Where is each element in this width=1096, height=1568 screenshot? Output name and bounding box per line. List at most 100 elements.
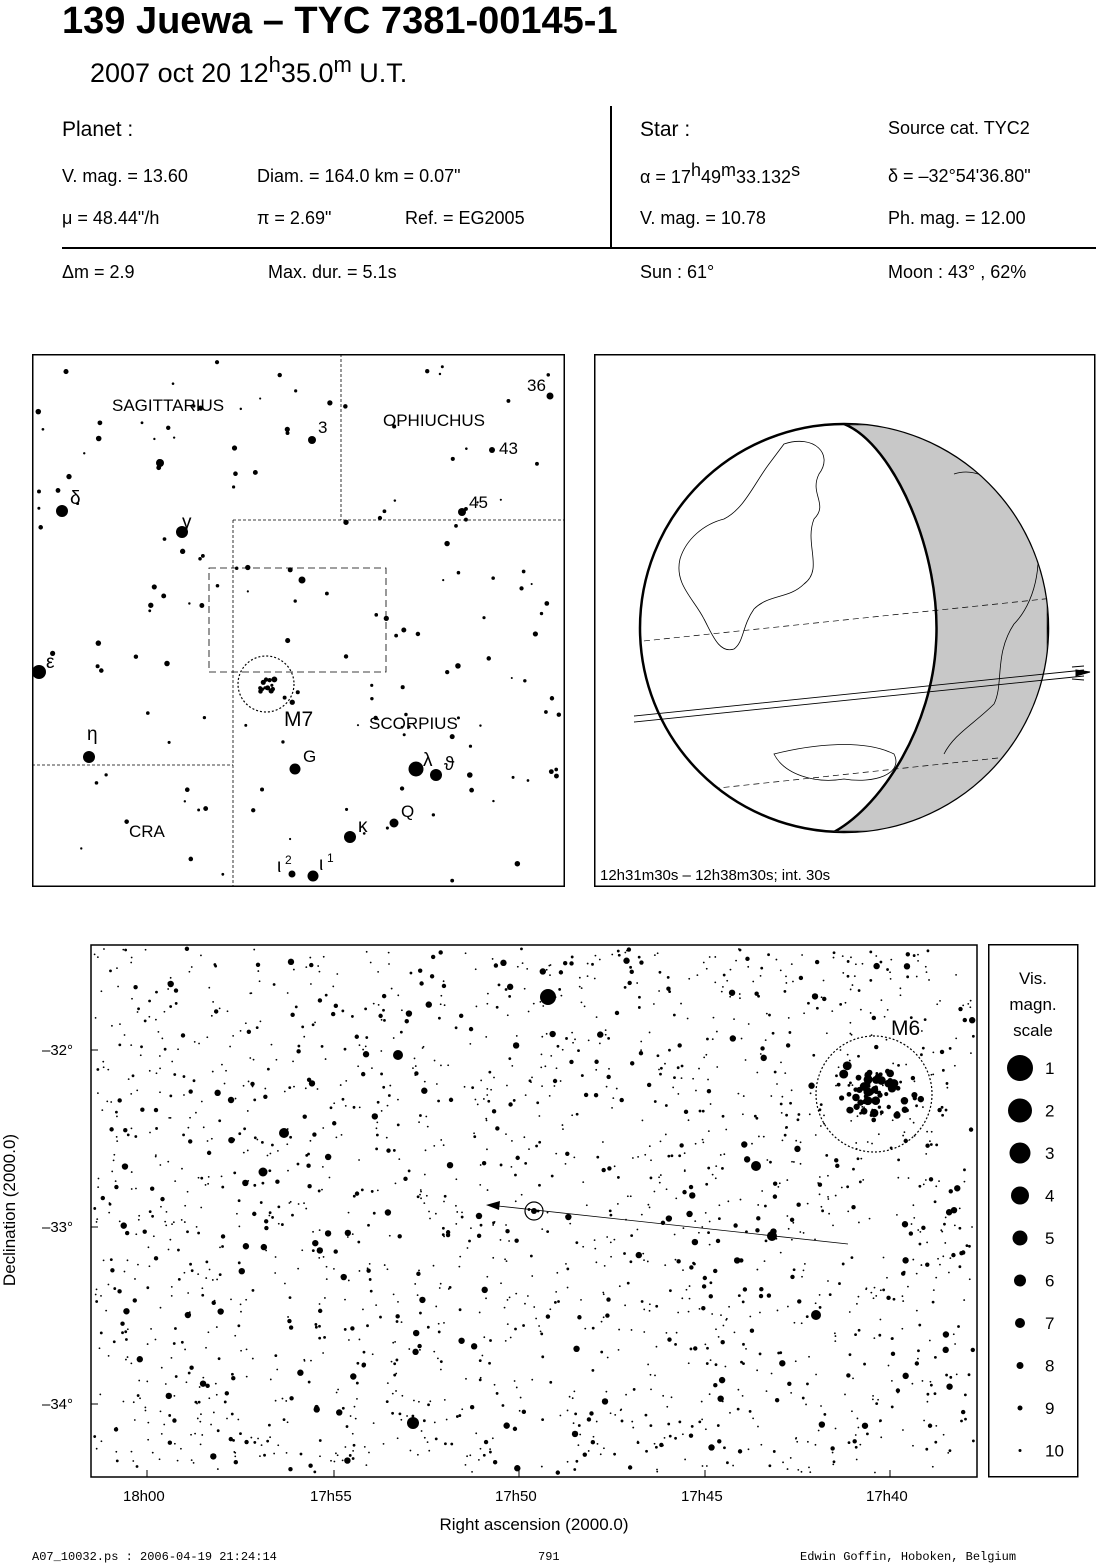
field-star	[274, 1256, 277, 1258]
field-star	[655, 1345, 658, 1348]
field-star	[168, 1414, 172, 1417]
xtick-17h55: 17h55	[310, 1488, 352, 1505]
field-star	[726, 979, 729, 982]
field-star	[486, 992, 489, 995]
field-star	[158, 1458, 161, 1461]
field-star	[376, 1100, 380, 1104]
field-star	[116, 967, 118, 970]
legend-mag-label: 3	[1045, 1144, 1054, 1163]
field-star	[169, 1238, 172, 1241]
field-star	[201, 1287, 204, 1290]
field-star	[151, 1451, 154, 1454]
field-star	[715, 1030, 718, 1033]
field-star	[926, 1130, 929, 1133]
field-star	[701, 1418, 704, 1421]
field-star	[173, 1073, 177, 1076]
field-star	[805, 1315, 809, 1319]
field-star	[464, 952, 467, 955]
field-star	[725, 1128, 728, 1131]
field-star	[910, 1075, 916, 1081]
field-star	[423, 1173, 426, 1176]
field-star	[698, 1308, 701, 1310]
finder-star	[95, 640, 102, 646]
finder-star	[104, 773, 108, 777]
field-star	[930, 1130, 933, 1133]
field-star	[573, 1345, 580, 1353]
field-star	[874, 1044, 879, 1050]
field-star	[920, 1264, 923, 1266]
field-star	[720, 1314, 722, 1317]
field-star	[514, 1465, 521, 1472]
field-star	[200, 1176, 204, 1180]
field-star	[796, 1204, 799, 1207]
field-star	[416, 1271, 421, 1277]
m6-star	[900, 1097, 909, 1105]
field-star	[146, 1380, 149, 1383]
finder-bright-star	[307, 870, 319, 882]
field-star	[190, 966, 193, 968]
field-star	[524, 1302, 526, 1305]
field-star	[891, 1119, 894, 1122]
field-star	[591, 1326, 595, 1330]
finder-star	[203, 806, 209, 811]
field-star	[197, 1176, 200, 1179]
field-star	[737, 1092, 740, 1095]
field-star	[539, 968, 547, 975]
field-star	[689, 1347, 693, 1351]
field-star	[514, 1238, 519, 1243]
field-star	[514, 1327, 517, 1331]
field-star	[701, 1284, 707, 1289]
label-g: G	[303, 747, 316, 766]
field-star	[139, 1397, 141, 1400]
field-star	[352, 1449, 355, 1452]
field-star	[221, 1245, 224, 1248]
field-star	[111, 1170, 114, 1173]
field-star	[571, 1430, 579, 1438]
field-star	[687, 1119, 690, 1122]
field-star	[190, 1433, 192, 1436]
field-star	[607, 1037, 611, 1040]
m6-star	[887, 1084, 897, 1093]
field-star	[722, 1324, 725, 1327]
field-star	[535, 1317, 538, 1320]
field-star	[674, 1258, 677, 1261]
finder-star	[282, 695, 287, 700]
field-star	[772, 1194, 778, 1199]
field-star	[940, 1105, 944, 1109]
field-star	[114, 1184, 119, 1190]
field-star	[693, 1346, 698, 1351]
field-star	[173, 1394, 176, 1397]
field-star	[741, 1141, 748, 1148]
m6-star	[859, 1082, 869, 1091]
field-star	[806, 1202, 809, 1205]
field-star	[101, 1109, 104, 1111]
field-star	[806, 1440, 809, 1443]
finder-star	[233, 471, 238, 477]
field-star	[892, 1297, 896, 1301]
field-star	[113, 1287, 117, 1290]
field-star	[160, 1196, 165, 1202]
field-star	[216, 1429, 220, 1433]
field-star	[237, 1261, 241, 1265]
field-star	[785, 975, 787, 978]
field-star	[704, 1343, 707, 1346]
field-star	[155, 1127, 158, 1130]
field-star	[702, 1275, 708, 1281]
field-star	[236, 1212, 238, 1215]
field-star	[96, 1218, 99, 1220]
field-star	[530, 1081, 532, 1084]
field-star	[944, 1216, 947, 1219]
field-star	[345, 1425, 349, 1428]
field-star	[823, 1122, 825, 1125]
field-star	[955, 973, 957, 976]
field-star	[216, 1278, 219, 1281]
field-star	[726, 1461, 729, 1465]
legend-mag-label: 10	[1045, 1442, 1064, 1461]
field-star	[317, 1308, 323, 1314]
field-star	[672, 1086, 675, 1089]
field-star	[664, 1264, 667, 1267]
legend-mag-label: 6	[1045, 1272, 1054, 1291]
field-star	[540, 1332, 544, 1336]
field-star	[130, 1092, 133, 1095]
field-star	[460, 1215, 464, 1219]
